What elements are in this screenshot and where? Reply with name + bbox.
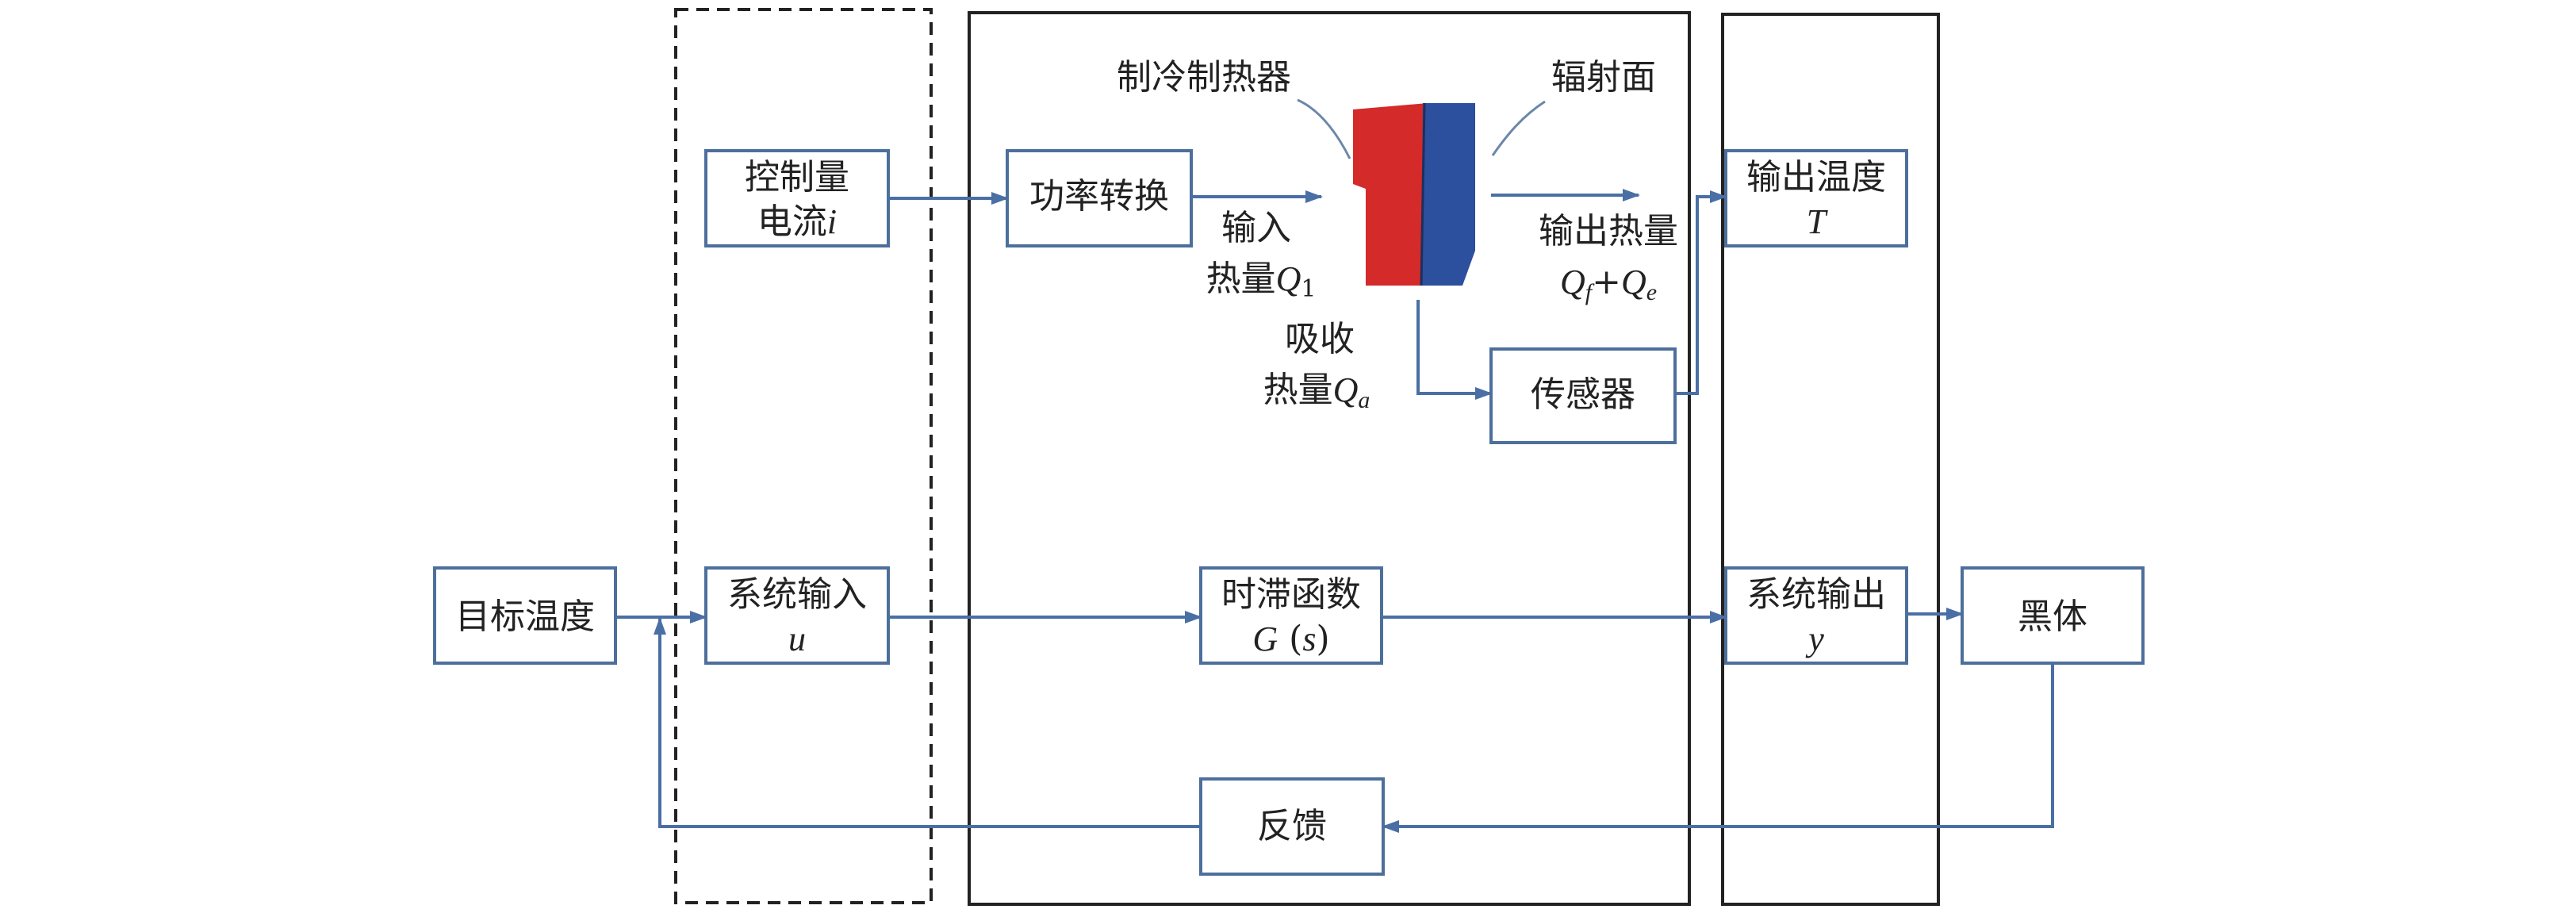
- device-red-layer: [1353, 103, 1428, 286]
- absorb-heat-line2: 热量Qa: [1263, 370, 1370, 413]
- wire-device-to-sensor: [1416, 300, 1493, 400]
- input-heat-line2: 热量Q1: [1206, 259, 1317, 303]
- block-system-input: 系统输入 u: [704, 566, 890, 665]
- system-input-label: 系统输入: [727, 574, 867, 615]
- radiation-surface-label: 辐射面: [1551, 57, 1656, 98]
- cooler-heater-label: 制冷制热器: [1117, 57, 1291, 98]
- block-feedback: 反馈: [1199, 777, 1385, 876]
- wire-sensor-to-output-temp: [1675, 190, 1727, 395]
- thermoelectric-device-icon: [1353, 102, 1475, 286]
- feedback-label: 反馈: [1257, 806, 1327, 846]
- wire-feedback-to-junction: [654, 617, 1201, 828]
- block-control: 控制量 电流i: [704, 149, 890, 247]
- block-power-convert: 功率转换: [1006, 149, 1193, 247]
- leader-cooler-heater: [1297, 98, 1351, 159]
- signal-wires: [615, 189, 2054, 833]
- block-system-output: 系统输出 y: [1724, 566, 1908, 665]
- blackbody-label: 黑体: [2018, 597, 2087, 637]
- delay-transfer-function: G (s): [1252, 619, 1329, 659]
- plant-frame: [968, 11, 1691, 906]
- input-stage-dashed-frame: [674, 8, 933, 904]
- sensor-label: 传感器: [1531, 374, 1635, 415]
- input-heat-line1: 输入: [1221, 208, 1291, 248]
- system-output-label: 系统输出: [1746, 574, 1886, 615]
- output-heat-line1: 输出热量: [1539, 211, 1678, 251]
- wire-blackbody-to-feedback: [1382, 663, 2054, 833]
- power-convert-label: 功率转换: [1029, 176, 1169, 217]
- block-output-temp: 输出温度 T: [1724, 149, 1908, 247]
- output-stage-frame: [1721, 13, 1940, 906]
- block-delay-function: 时滞函数 G (s): [1199, 566, 1383, 665]
- control-label-line2: 电流i: [757, 201, 837, 242]
- absorb-heat-line1: 吸收: [1285, 319, 1355, 359]
- delay-label: 时滞函数: [1221, 574, 1361, 615]
- control-label-line1: 控制量: [745, 157, 849, 198]
- device-blue-layer: [1421, 103, 1475, 286]
- block-target-temp: 目标温度: [433, 566, 617, 665]
- leader-radiation-surface: [1491, 100, 1546, 156]
- system-input-var: u: [788, 620, 806, 658]
- output-heat-line2: Qf+Qe: [1560, 262, 1657, 305]
- output-temp-var: T: [1807, 202, 1829, 241]
- system-output-var: y: [1805, 620, 1824, 658]
- output-temp-label: 输出温度: [1746, 157, 1886, 198]
- block-blackbody: 黑体: [1961, 566, 2145, 665]
- block-sensor: 传感器: [1489, 347, 1677, 444]
- target-temp-label: 目标温度: [455, 597, 595, 637]
